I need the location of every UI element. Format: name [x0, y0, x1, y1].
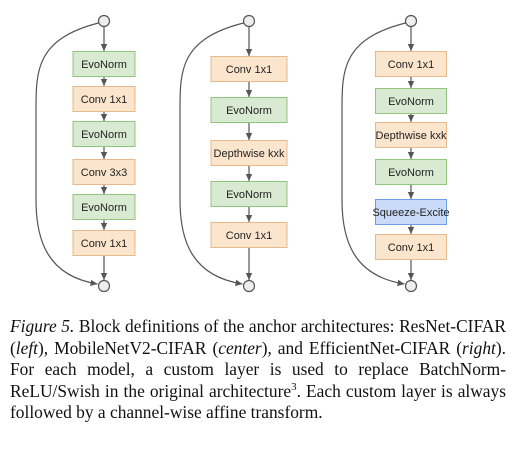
caption-text-1: Block definitions of the anchor architec…: [10, 316, 506, 358]
layer-box-rect: [72, 230, 136, 256]
layer-box-conv: Conv 3x3: [72, 159, 136, 185]
layer-box-rect: [72, 121, 136, 147]
layer-box-rect: [375, 51, 447, 77]
layer-box-evonorm: EvoNorm: [375, 159, 447, 185]
layer-label: EvoNorm: [81, 129, 127, 141]
layer-label: Depthwise kxk: [214, 148, 285, 160]
layer-box-rect: [210, 140, 288, 166]
layer-label: EvoNorm: [388, 167, 434, 179]
caption-text-5: . Each custom layer is always followed b…: [10, 380, 506, 423]
skip-connection-arrow: [179, 22, 244, 287]
layer-box-rect: [210, 222, 288, 248]
layer-box-evonorm: EvoNorm: [72, 194, 136, 220]
layer-box-evonorm: EvoNorm: [210, 181, 288, 207]
layer-box-rect: [375, 88, 447, 114]
layer-box-rect: [375, 199, 447, 225]
layer-box-evonorm: EvoNorm: [72, 121, 136, 147]
skip-connection-arrow: [341, 22, 406, 287]
layer-box-conv: Depthwise kxk: [375, 122, 447, 148]
layer-box-rect: [72, 194, 136, 220]
footnote-marker: 3: [291, 380, 297, 393]
layer-label: EvoNorm: [81, 202, 127, 214]
output-node: [404, 279, 418, 293]
caption-text-2: ), MobileNetV2-CIFAR (: [38, 337, 219, 358]
input-node: [242, 14, 256, 28]
caption-center: center: [218, 337, 262, 358]
layer-box-evonorm: EvoNorm: [72, 51, 136, 77]
layer-label: Conv 1x1: [226, 230, 272, 242]
layer-box-rect: [210, 181, 288, 207]
layer-label: EvoNorm: [226, 105, 272, 117]
layer-box-rect: [210, 56, 288, 82]
layer-label: Conv 1x1: [388, 59, 434, 71]
layer-box-rect: [72, 51, 136, 77]
figure-caption: Figure 5. Block definitions of the ancho…: [10, 316, 506, 424]
input-node: [404, 14, 418, 28]
layer-label: Depthwise kxk: [376, 130, 447, 142]
layer-box-evonorm: EvoNorm: [375, 88, 447, 114]
figure-label: Figure 5.: [10, 316, 75, 336]
layer-label: EvoNorm: [226, 189, 272, 201]
input-node: [97, 14, 111, 28]
caption-right: right: [462, 337, 496, 358]
layer-label: Conv 1x1: [388, 242, 434, 254]
layer-box-rect: [375, 122, 447, 148]
caption-text-3: ), and EfficientNet-CIFAR (: [261, 337, 463, 358]
layer-label: Conv 3x3: [81, 167, 127, 179]
layer-box-conv: Conv 1x1: [210, 56, 288, 82]
layer-label: Conv 1x1: [81, 238, 127, 250]
layer-box-rect: [72, 86, 136, 112]
layer-label: Conv 1x1: [226, 64, 272, 76]
skip-connection-arrow: [35, 22, 99, 287]
caption-left: left: [15, 337, 39, 358]
layer-box-rect: [72, 159, 136, 185]
layer-box-se: Squeeze-Excite: [372, 199, 450, 225]
layer-box-conv: Conv 1x1: [375, 234, 447, 260]
layer-box-conv: Conv 1x1: [210, 222, 288, 248]
output-node: [97, 279, 111, 293]
output-node: [242, 279, 256, 293]
layer-box-rect: [375, 234, 447, 260]
layer-box-conv: Depthwise kxk: [210, 140, 288, 166]
layer-label: Squeeze-Excite: [372, 207, 449, 219]
layer-label: Conv 1x1: [81, 94, 127, 106]
layer-box-conv: Conv 1x1: [72, 230, 136, 256]
layer-box-rect: [210, 97, 288, 123]
layer-box-conv: Conv 1x1: [72, 86, 136, 112]
caption-text-4: ). For each model, a custom layer is use…: [10, 337, 506, 401]
layer-label: EvoNorm: [81, 59, 127, 71]
layer-label: EvoNorm: [388, 96, 434, 108]
layer-box-conv: Conv 1x1: [375, 51, 447, 77]
layer-box-rect: [375, 159, 447, 185]
layer-box-evonorm: EvoNorm: [210, 97, 288, 123]
